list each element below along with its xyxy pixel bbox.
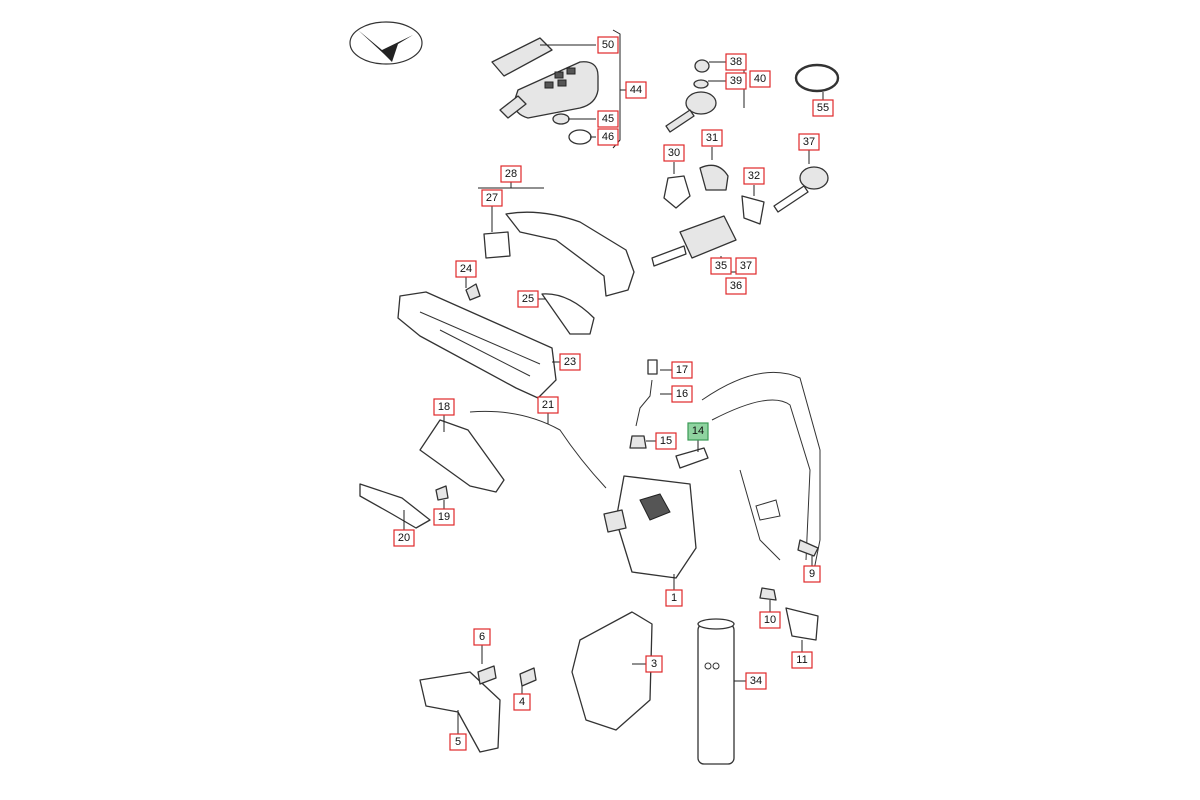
callout-30[interactable]: 30 [663, 144, 685, 162]
svg-text:4: 4 [519, 696, 525, 708]
callout-21[interactable]: 21 [537, 396, 559, 414]
callout-28[interactable]: 28 [500, 165, 522, 183]
handle-bracket [397, 283, 595, 399]
svg-text:11: 11 [796, 654, 807, 666]
callout-labels: 50 44 45 46 38 39 40 55 30 31 32 37 28 2… [393, 36, 834, 751]
callout-36[interactable]: 36 [725, 277, 747, 295]
callout-16[interactable]: 16 [671, 385, 693, 403]
svg-text:40: 40 [754, 73, 766, 85]
callout-9[interactable]: 9 [803, 565, 821, 583]
svg-text:37: 37 [803, 136, 815, 148]
svg-text:31: 31 [706, 132, 718, 144]
callout-35[interactable]: 35 [710, 257, 732, 275]
callout-23[interactable]: 23 [559, 353, 581, 371]
svg-text:45: 45 [602, 113, 614, 125]
callout-11[interactable]: 11 [791, 651, 813, 669]
svg-text:5: 5 [455, 736, 461, 748]
callout-50[interactable]: 50 [597, 36, 619, 54]
callout-1[interactable]: 1 [665, 589, 683, 607]
svg-text:27: 27 [486, 192, 498, 204]
callout-3[interactable]: 3 [645, 655, 663, 673]
svg-text:21: 21 [542, 399, 554, 411]
door-frame [701, 371, 821, 581]
callout-6[interactable]: 6 [473, 628, 491, 646]
callout-24[interactable]: 24 [455, 260, 477, 278]
svg-text:3: 3 [651, 658, 657, 670]
release-cable [469, 410, 607, 489]
svg-text:1: 1 [671, 592, 677, 604]
svg-text:16: 16 [676, 388, 688, 400]
svg-text:28: 28 [505, 168, 517, 180]
callout-18[interactable]: 18 [433, 398, 455, 416]
callout-45[interactable]: 45 [597, 110, 619, 128]
callout-15[interactable]: 15 [655, 432, 677, 450]
svg-text:25: 25 [522, 293, 534, 305]
svg-text:37: 37 [740, 260, 752, 272]
door-handle [483, 211, 635, 297]
callout-17[interactable]: 17 [671, 361, 693, 379]
callout-39[interactable]: 39 [725, 72, 747, 90]
svg-text:24: 24 [460, 263, 472, 275]
callout-4[interactable]: 4 [513, 693, 531, 711]
svg-text:15: 15 [660, 435, 672, 447]
callout-27[interactable]: 27 [481, 189, 503, 207]
svg-text:18: 18 [438, 401, 450, 413]
callout-20[interactable]: 20 [393, 529, 415, 547]
callout-55[interactable]: 55 [812, 99, 834, 117]
svg-text:10: 10 [764, 614, 776, 626]
remote-key [491, 37, 599, 145]
rod-assembly [629, 359, 709, 469]
svg-text:19: 19 [438, 511, 450, 523]
svg-text:6: 6 [479, 631, 485, 643]
callout-37-key[interactable]: 37 [798, 133, 820, 151]
callout-32[interactable]: 32 [743, 167, 765, 185]
callout-19[interactable]: 19 [433, 508, 455, 526]
svg-text:9: 9 [809, 568, 815, 580]
svg-text:44: 44 [630, 84, 642, 96]
grease-can [697, 618, 735, 765]
compass-icon [349, 21, 423, 65]
svg-text:35: 35 [715, 260, 727, 272]
inner-handle [359, 419, 505, 529]
callout-44[interactable]: 44 [625, 81, 647, 99]
callout-25[interactable]: 25 [517, 290, 539, 308]
callout-37-cylinder[interactable]: 37 [735, 257, 757, 275]
bolts [759, 539, 819, 641]
callout-14-selected[interactable]: 14 [687, 422, 709, 441]
lower-brackets [419, 611, 653, 753]
svg-text:36: 36 [730, 280, 742, 292]
svg-text:39: 39 [730, 75, 742, 87]
svg-text:30: 30 [668, 147, 680, 159]
callout-31[interactable]: 31 [701, 129, 723, 147]
callout-46[interactable]: 46 [597, 128, 619, 146]
callout-40[interactable]: 40 [749, 70, 771, 88]
callout-10[interactable]: 10 [759, 611, 781, 629]
svg-text:55: 55 [817, 102, 829, 114]
svg-text:32: 32 [748, 170, 760, 182]
o-ring [794, 63, 840, 93]
door-lock-mechanism [603, 475, 697, 579]
svg-text:34: 34 [750, 675, 762, 687]
svg-text:17: 17 [676, 364, 688, 376]
svg-text:23: 23 [564, 356, 576, 368]
svg-text:20: 20 [398, 532, 410, 544]
svg-text:14: 14 [692, 425, 704, 437]
key-blank [665, 59, 717, 133]
callout-38[interactable]: 38 [725, 53, 747, 71]
lock-cylinder-parts [651, 164, 829, 267]
svg-text:46: 46 [602, 131, 614, 143]
svg-text:50: 50 [602, 39, 614, 51]
callout-5[interactable]: 5 [449, 733, 467, 751]
callout-34[interactable]: 34 [745, 672, 767, 690]
svg-text:38: 38 [730, 56, 742, 68]
